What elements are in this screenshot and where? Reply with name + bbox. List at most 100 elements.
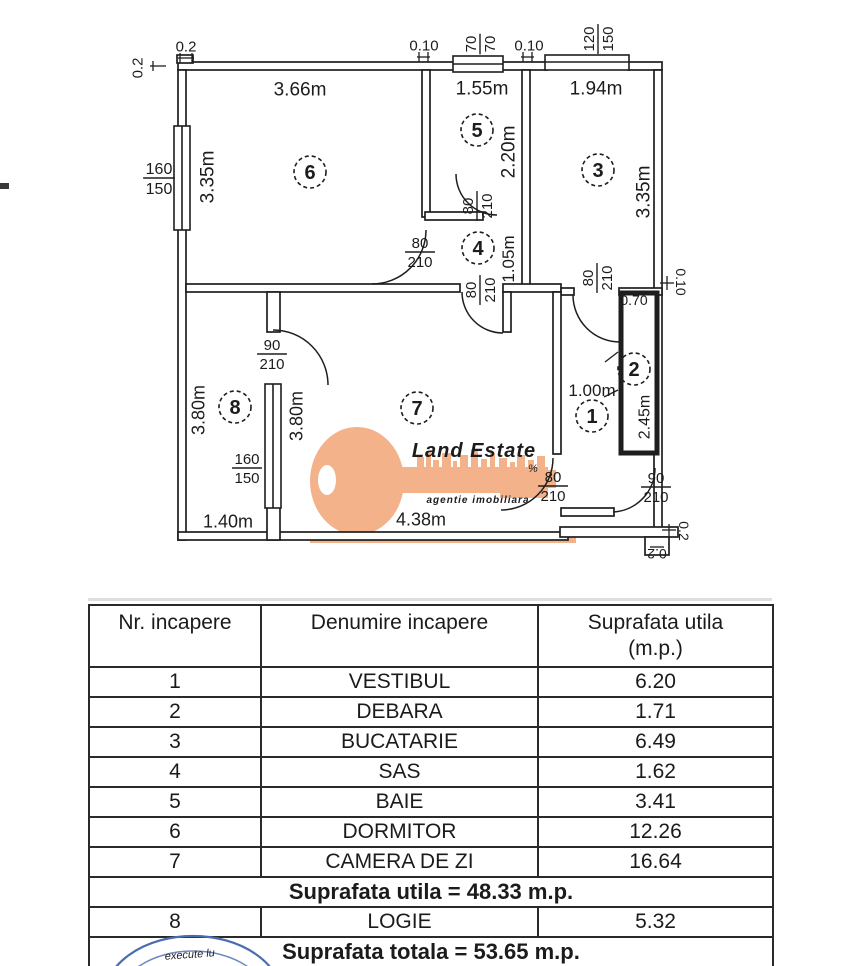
size-fraction-text: 210 bbox=[482, 277, 499, 302]
logo-mark: % bbox=[528, 463, 538, 475]
window-160x150-left bbox=[173, 125, 191, 231]
key-logo-shaft bbox=[396, 467, 548, 493]
stamp-inner-ring bbox=[138, 950, 248, 966]
walls bbox=[176, 54, 679, 556]
room-number-marker: 7 bbox=[400, 391, 434, 425]
door-dormitor-sas bbox=[371, 229, 427, 285]
floor-plan: Land Estate agentie imobiliara % bbox=[129, 24, 692, 562]
room-number-marker: 5 bbox=[460, 113, 494, 147]
size-fraction-text: 80 bbox=[545, 469, 562, 486]
window-120x150 bbox=[544, 54, 630, 71]
dimension-label: 3.80m bbox=[188, 385, 208, 435]
dimension-label: 0.70 bbox=[620, 292, 647, 308]
size-fraction-text: 210 bbox=[540, 488, 565, 505]
size-fraction-text: 80 bbox=[460, 198, 477, 215]
door-vestibul-bucatarie bbox=[572, 294, 621, 343]
table-cell: 4 bbox=[88, 756, 262, 788]
door-camera-logie bbox=[272, 329, 329, 386]
size-fraction-text: 90 bbox=[648, 470, 665, 487]
scan-edge-artifact bbox=[0, 183, 9, 189]
dimension-label: 1.55m bbox=[456, 79, 509, 100]
table-cell: 6.49 bbox=[537, 726, 774, 758]
dimension-label: 1.94m bbox=[570, 79, 623, 100]
dimension-label: 1.00m bbox=[568, 381, 615, 400]
table-cell: 5 bbox=[88, 786, 262, 818]
window-160x150-logie bbox=[264, 383, 282, 509]
dimension-label: 1.05m bbox=[499, 235, 518, 282]
table-cell: DEBARA bbox=[260, 696, 539, 728]
room-number: 1 bbox=[586, 406, 597, 428]
header-suprafata-line1: Suprafata utila bbox=[587, 611, 724, 634]
table-cell: 2 bbox=[88, 696, 262, 728]
key-logo-skyline-teeth bbox=[417, 449, 545, 470]
dimension-label: 3.80m bbox=[286, 391, 306, 441]
room-number-marker: 2 bbox=[617, 352, 651, 386]
table-cell: 1.62 bbox=[537, 756, 774, 788]
size-fraction-text: 120 bbox=[581, 26, 598, 51]
room-number-marker: 4 bbox=[461, 231, 495, 265]
room-number: 2 bbox=[628, 359, 639, 381]
room-number: 6 bbox=[304, 162, 315, 184]
table-cell: LOGIE bbox=[260, 906, 539, 938]
size-fraction-text: 210 bbox=[407, 254, 432, 271]
header-suprafata-line2: (m.p.) bbox=[628, 637, 683, 660]
size-fraction-text: 150 bbox=[234, 470, 259, 487]
table-cell: 6 bbox=[88, 816, 262, 848]
dimension-label: 0.2 bbox=[129, 58, 146, 79]
partial-stamp: execute lu bbox=[115, 934, 271, 966]
room-number-marker: 3 bbox=[581, 153, 615, 187]
door-vestibul-camera bbox=[500, 457, 554, 511]
table-cell: 12.26 bbox=[537, 816, 774, 848]
dimension-label: 0.10 bbox=[514, 37, 543, 54]
table-cell: 6.20 bbox=[537, 666, 774, 698]
table-cell: 3 bbox=[88, 726, 262, 758]
room-number: 5 bbox=[471, 120, 482, 142]
size-fraction-text: 160 bbox=[234, 451, 259, 468]
dimension-label: 3.35m bbox=[634, 166, 655, 219]
dimension-ticks bbox=[150, 52, 676, 548]
table-cell: 8 bbox=[88, 906, 262, 938]
table-cell: 7 bbox=[88, 846, 262, 878]
size-fraction-text: 210 bbox=[599, 265, 616, 290]
dimension-label: 3.35m bbox=[198, 151, 219, 204]
tagline-text: agentie imobiliara bbox=[426, 495, 529, 506]
header-nr-incapere: Nr. incapere bbox=[88, 604, 262, 668]
table-cell: 16.64 bbox=[537, 846, 774, 878]
door-entry bbox=[612, 467, 656, 513]
size-fraction-text: 70 bbox=[482, 36, 499, 53]
size-fraction-text: 150 bbox=[146, 181, 173, 198]
dimension-label: 0.2 bbox=[176, 38, 197, 55]
room-number: 4 bbox=[472, 238, 484, 260]
room-number-marker: 1 bbox=[575, 399, 609, 433]
size-fraction-text: 210 bbox=[259, 356, 284, 373]
size-fraction-text: 210 bbox=[643, 489, 668, 506]
key-logo-bow bbox=[310, 427, 404, 535]
size-fraction-text: 80 bbox=[463, 282, 480, 299]
dimension-label: 0.2 bbox=[676, 521, 692, 541]
table-cell: 1.71 bbox=[537, 696, 774, 728]
table-header-row: Nr. incapere Denumire incapere Suprafata… bbox=[88, 604, 774, 668]
stamp-text: execute lu bbox=[164, 947, 215, 962]
brand-text: Land Estate bbox=[412, 440, 536, 462]
door-sas-camera bbox=[461, 291, 504, 334]
table-cell: BUCATARIE bbox=[260, 726, 539, 758]
dimension-label: 0.10 bbox=[409, 37, 438, 54]
header-denumire: Denumire incapere bbox=[260, 604, 539, 668]
